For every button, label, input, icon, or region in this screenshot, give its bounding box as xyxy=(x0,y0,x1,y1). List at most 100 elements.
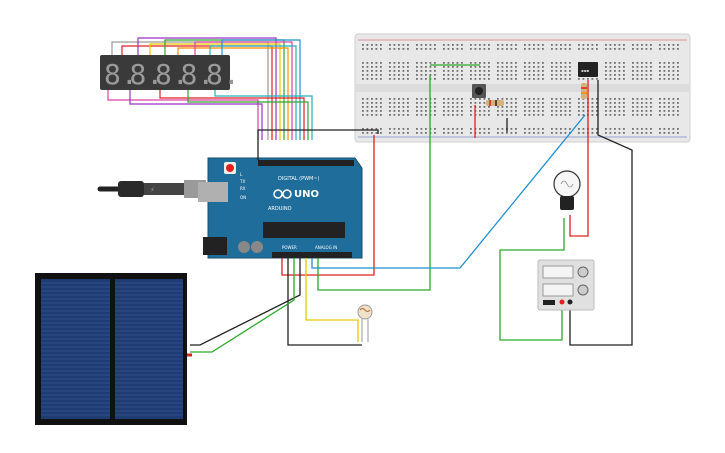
breadboard-hole xyxy=(537,98,540,100)
wire-solar-black[interactable] xyxy=(190,258,301,346)
breadboard-hole xyxy=(425,114,427,116)
wire-display-2[interactable] xyxy=(121,45,273,140)
breadboard-hole xyxy=(434,132,436,134)
resistor-1[interactable] xyxy=(486,100,504,106)
breadboard-hole xyxy=(434,62,436,64)
wire-display-13[interactable] xyxy=(187,90,309,140)
power-supply[interactable] xyxy=(537,259,595,311)
wire-display-6[interactable] xyxy=(177,47,289,140)
atmega-chip xyxy=(263,222,345,238)
breadboard-hole xyxy=(389,106,391,108)
wire-green-breadboard[interactable] xyxy=(317,75,431,291)
relay-body xyxy=(578,62,598,77)
breadboard-hole xyxy=(447,132,450,134)
breadboard-hole xyxy=(362,62,364,64)
current-knob[interactable] xyxy=(577,284,589,296)
wire-relay-bulb-red[interactable] xyxy=(569,80,589,237)
photoresistor-icon[interactable] xyxy=(357,304,373,342)
wire-solar-green[interactable] xyxy=(190,258,295,353)
negative-terminal[interactable] xyxy=(567,299,573,305)
breadboard-hole xyxy=(416,78,418,80)
wire-5v-breadboard[interactable] xyxy=(281,135,375,276)
wire-display-4[interactable] xyxy=(149,43,281,140)
wire-display-3[interactable] xyxy=(137,37,277,140)
wire-display-9[interactable] xyxy=(221,39,301,140)
breadboard-hole xyxy=(551,106,553,108)
arduino-uno-board[interactable]: DIGITAL (PWM~) UNO ARDUINO TX RX L ON PO… xyxy=(198,157,363,259)
breadboard-hole xyxy=(524,110,526,112)
wire-display-8[interactable] xyxy=(209,45,297,140)
wire-relay-supply-black[interactable] xyxy=(569,80,633,346)
breadboard-hole xyxy=(362,106,364,108)
breadboard-hole xyxy=(443,74,445,76)
breadboard-hole xyxy=(560,66,562,68)
breadboard-hole xyxy=(447,44,450,46)
breadboard-hole xyxy=(443,114,445,116)
breadboard-hole xyxy=(474,98,477,100)
wire-ldr-yellow[interactable] xyxy=(305,258,359,342)
breadboard-hole xyxy=(470,102,472,104)
breadboard-hole xyxy=(533,128,535,130)
wire-display-14[interactable] xyxy=(214,90,313,140)
seven-segment-display[interactable]: 8.8.8.8.8. xyxy=(100,55,240,91)
breadboard-hole xyxy=(366,132,369,134)
breadboard[interactable] xyxy=(354,33,691,143)
breadboard-hole xyxy=(623,62,625,64)
breadboard-hole xyxy=(470,74,472,76)
breadboard-hole xyxy=(533,98,535,100)
breadboard-hole xyxy=(429,44,432,46)
breadboard-hole xyxy=(632,102,634,104)
wire-display-12[interactable] xyxy=(159,90,305,140)
wire-display-1[interactable] xyxy=(111,41,269,140)
breadboard-hole xyxy=(362,48,364,50)
breadboard-hole xyxy=(488,114,490,116)
breadboard-hole xyxy=(645,74,648,76)
breadboard-hole xyxy=(479,78,481,80)
breadboard-hole xyxy=(434,102,436,104)
breadboard-hole xyxy=(429,66,432,68)
breadboard-hole xyxy=(398,66,400,68)
breadboard-hole xyxy=(614,102,616,104)
breadboard-hole xyxy=(623,114,625,116)
breadboard-hole xyxy=(393,44,396,46)
wire-blue-sensor[interactable] xyxy=(311,114,586,269)
breadboard-hole xyxy=(636,98,639,100)
positive-terminal[interactable] xyxy=(559,299,565,305)
breadboard-hole xyxy=(452,132,454,134)
solar-panel[interactable] xyxy=(35,273,187,425)
breadboard-hole xyxy=(393,132,396,134)
wire-display-7[interactable] xyxy=(194,41,293,140)
breadboard-hole xyxy=(564,98,567,100)
wire-ldr-black[interactable] xyxy=(287,258,362,346)
wire-display-10[interactable] xyxy=(107,90,259,140)
resistor-2[interactable] xyxy=(581,83,587,99)
power-switch[interactable] xyxy=(543,300,555,305)
breadboard-hole xyxy=(564,66,567,68)
breadboard-hole xyxy=(456,66,459,68)
breadboard-hole xyxy=(407,106,409,108)
breadboard-hole xyxy=(636,110,639,112)
breadboard-hole xyxy=(587,78,589,80)
voltage-knob[interactable] xyxy=(577,266,589,278)
breadboard-hole xyxy=(542,98,544,100)
breadboard-hole xyxy=(542,70,544,72)
wire-bulb-supply-green[interactable] xyxy=(499,218,565,341)
breadboard-hole xyxy=(488,70,490,72)
push-button[interactable] xyxy=(472,84,486,98)
breadboard-hole xyxy=(375,74,378,76)
light-bulb-icon[interactable] xyxy=(553,170,581,210)
breadboard-hole xyxy=(524,66,526,68)
breadboard-hole xyxy=(668,102,670,104)
relay-module[interactable]: ▪▪▪ xyxy=(578,62,598,77)
breadboard-hole xyxy=(488,44,490,46)
usb-cable-icon[interactable]: ⚡ xyxy=(97,180,206,198)
breadboard-hole xyxy=(506,106,508,108)
wire-gnd-top[interactable] xyxy=(257,129,379,160)
breadboard-hole xyxy=(596,98,598,100)
breadboard-hole xyxy=(578,106,580,108)
breadboard-hole xyxy=(461,48,463,50)
breadboard-hole xyxy=(371,110,373,112)
wire-display-11[interactable] xyxy=(129,90,263,140)
breadboard-hole xyxy=(596,106,598,108)
breadboard-hole xyxy=(366,128,369,130)
